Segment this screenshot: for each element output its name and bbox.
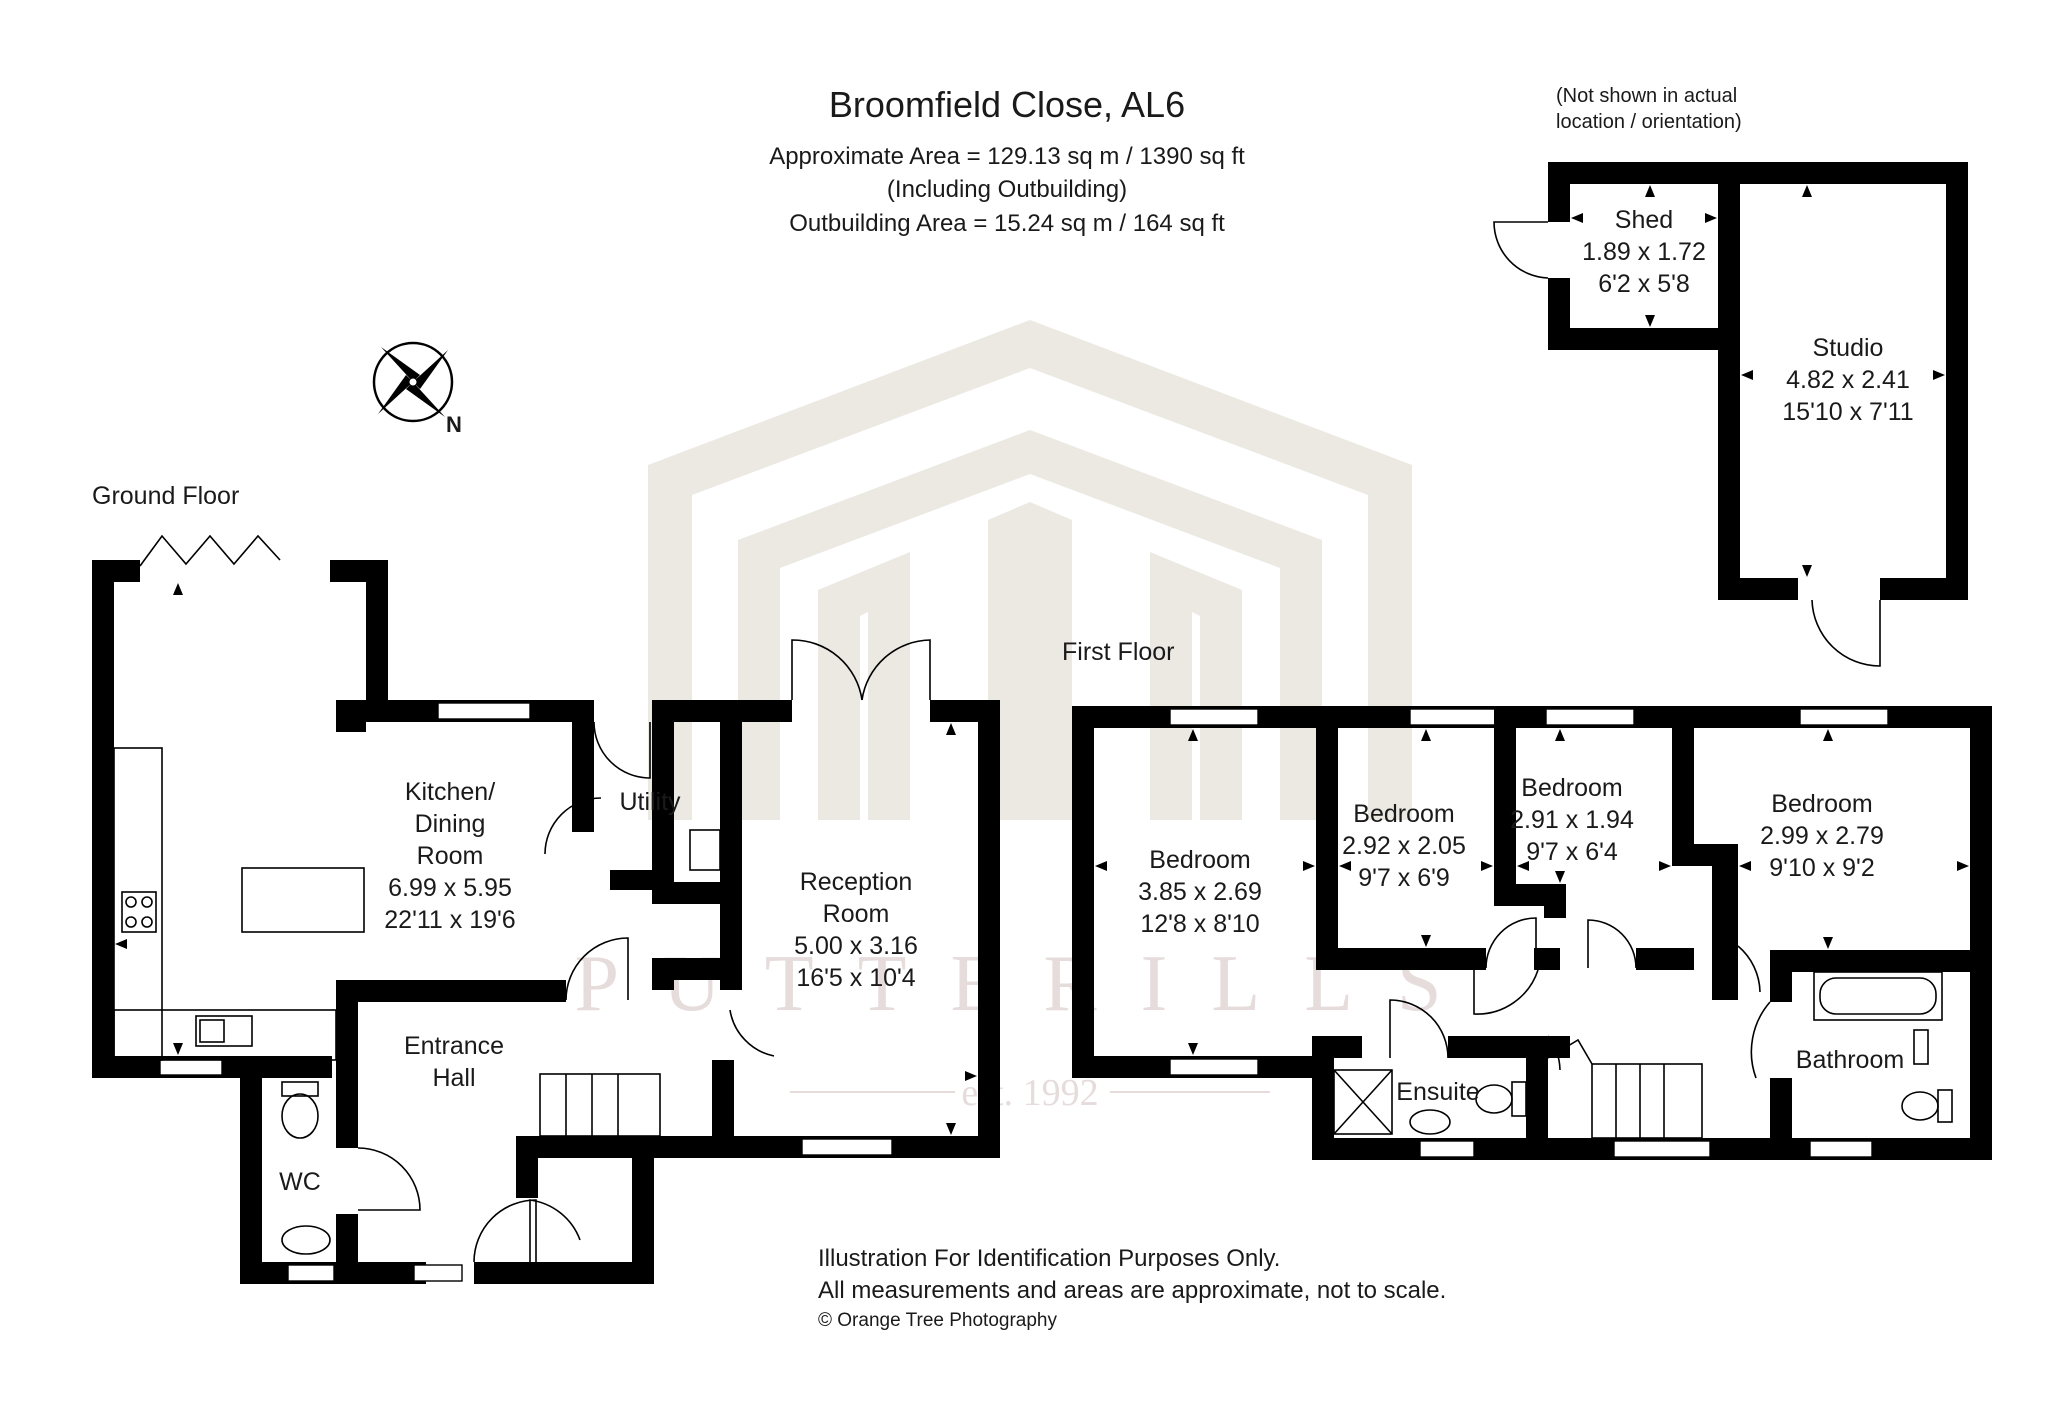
compass-icon (372, 341, 454, 423)
bedroom1-imperial: 12'8 x 8'10 (1140, 910, 1259, 938)
outbuilding-line: Outbuilding Area = 15.24 sq m / 164 sq f… (789, 210, 1225, 237)
bedroom2-metric: 2.92 x 2.05 (1342, 832, 1466, 860)
utility-name: Utility (619, 788, 681, 816)
outbuilding-note-line1: (Not shown in actual (1556, 85, 1737, 107)
watermark-brand: PUTTERILLS (574, 940, 1485, 1028)
footer-line1: Illustration For Identification Purposes… (818, 1245, 1280, 1272)
bedroom1-name: Bedroom (1149, 846, 1250, 874)
plan-title: Broomfield Close, AL6 (829, 84, 1185, 125)
bedroom4-name: Bedroom (1771, 790, 1872, 818)
ground-floor-label: Ground Floor (92, 482, 239, 510)
outbuilding-walls (1493, 162, 1968, 667)
reception-name-2: Room (823, 900, 890, 928)
watermark-logo: PUTTERILLS est. 1992 (574, 320, 1485, 1114)
shed-metric: 1.89 x 1.72 (1582, 238, 1706, 266)
bedroom3-imperial: 9'7 x 6'4 (1526, 838, 1618, 866)
bedroom2-imperial: 9'7 x 6'9 (1358, 864, 1450, 892)
area-note: (Including Outbuilding) (887, 176, 1127, 203)
studio-imperial: 15'10 x 7'11 (1782, 398, 1913, 426)
bedroom3-metric: 2.91 x 1.94 (1510, 806, 1634, 834)
kitchen-imperial: 22'11 x 19'6 (384, 906, 515, 934)
first-floor-arrows (1095, 729, 1969, 1055)
reception-name-1: Reception (800, 868, 913, 896)
area-line: Approximate Area = 129.13 sq m / 1390 sq… (769, 143, 1245, 170)
footer-line2: All measurements and areas are approxima… (818, 1277, 1446, 1304)
reception-metric: 5.00 x 3.16 (794, 932, 918, 960)
shed-imperial: 6'2 x 5'8 (1598, 270, 1690, 298)
entrance-name-2: Hall (432, 1064, 475, 1092)
ground-floor-fittings (113, 534, 931, 1263)
kitchen-name-3: Room (417, 842, 484, 870)
shed-name: Shed (1615, 206, 1673, 234)
wc-name: WC (279, 1168, 321, 1196)
kitchen-name-1: Kitchen/ (405, 778, 495, 806)
bedroom2-name: Bedroom (1353, 800, 1454, 828)
outbuilding-arrows (1571, 185, 1945, 577)
ensuite-name: Ensuite (1396, 1078, 1479, 1106)
outbuilding-note-line2: location / orientation) (1556, 111, 1742, 133)
bathroom-name: Bathroom (1796, 1046, 1904, 1074)
ground-floor-walls (92, 560, 1000, 1284)
entrance-name-1: Entrance (404, 1032, 504, 1060)
first-floor-walls (1072, 706, 1992, 1160)
kitchen-name-2: Dining (415, 810, 486, 838)
kitchen-metric: 6.99 x 5.95 (388, 874, 512, 902)
first-floor-label: First Floor (1062, 638, 1175, 666)
bedroom4-imperial: 9'10 x 9'2 (1769, 854, 1874, 882)
studio-metric: 4.82 x 2.41 (1786, 366, 1910, 394)
ground-floor-arrows (115, 583, 977, 1135)
first-floor-fittings (1333, 917, 1953, 1139)
studio-name: Studio (1813, 334, 1884, 362)
bedroom3-name: Bedroom (1521, 774, 1622, 802)
compass-north-label: N (446, 412, 462, 437)
bedroom4-metric: 2.99 x 2.79 (1760, 822, 1884, 850)
bedroom1-metric: 3.85 x 2.69 (1138, 878, 1262, 906)
reception-imperial: 16'5 x 10'4 (796, 964, 915, 992)
footer-credit: © Orange Tree Photography (818, 1310, 1057, 1331)
